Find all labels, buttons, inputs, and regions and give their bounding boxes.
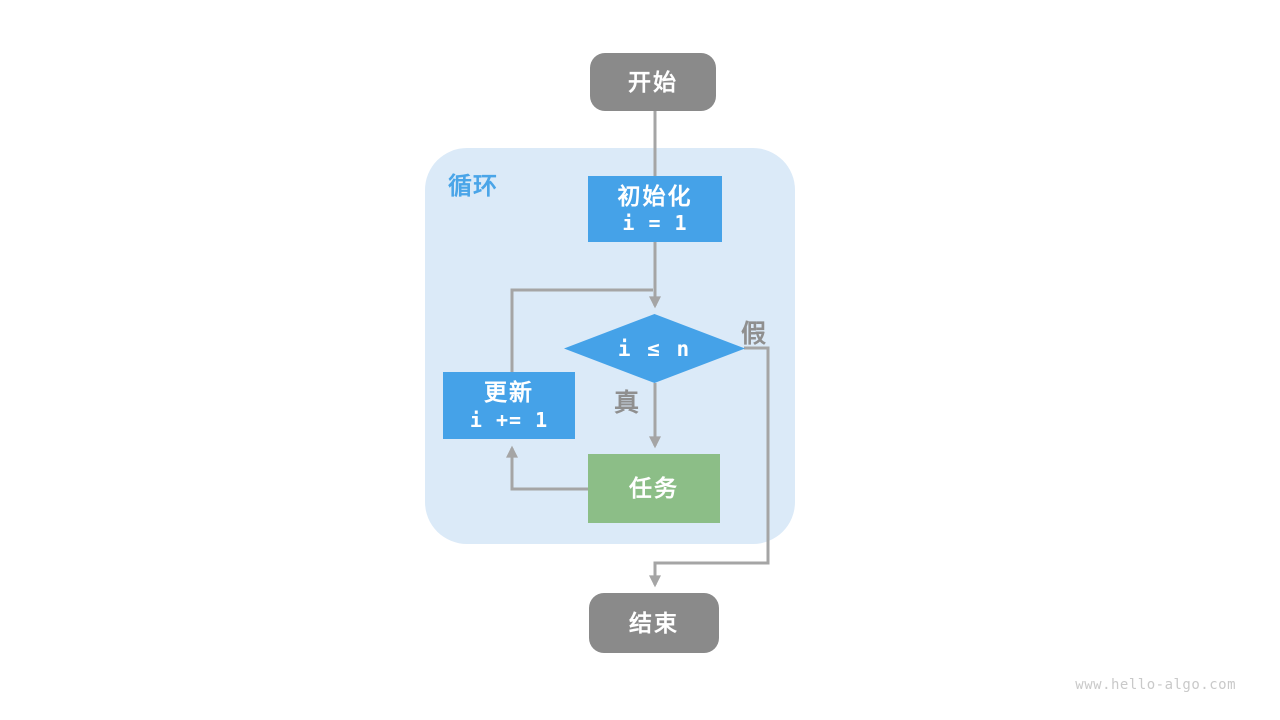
task-node: 任务 — [588, 454, 720, 523]
init-node-code: i = 1 — [622, 211, 688, 236]
false-branch-label: 假 — [741, 320, 767, 348]
start-node-label: 开始 — [628, 68, 678, 95]
end-node: 结束 — [589, 593, 719, 653]
init-node-title: 初始化 — [617, 182, 693, 209]
update-node: 更新 i += 1 — [443, 372, 575, 439]
update-node-code: i += 1 — [469, 407, 549, 432]
watermark-text: www.hello-algo.com — [1075, 677, 1236, 693]
loop-container-label: 循环 — [448, 173, 498, 200]
condition-node-code: i ≤ n — [617, 336, 692, 361]
init-node: 初始化 i = 1 — [588, 176, 722, 242]
true-branch-label: 真 — [614, 389, 640, 417]
start-node: 开始 — [590, 53, 716, 111]
task-node-label: 任务 — [629, 475, 679, 502]
update-node-title: 更新 — [484, 379, 534, 406]
end-node-label: 结束 — [629, 609, 679, 636]
